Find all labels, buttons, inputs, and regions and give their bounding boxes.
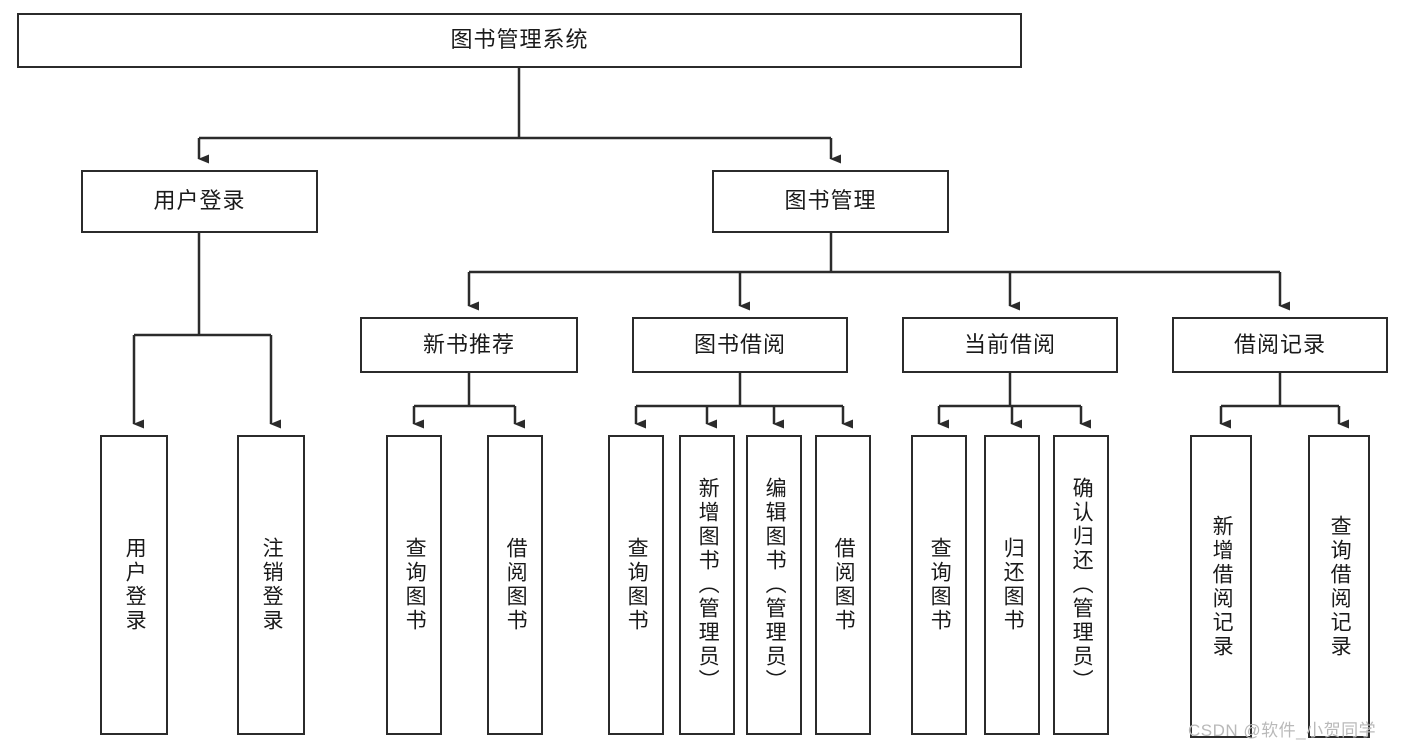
leaf-user-login-label: 用户登录 (123, 537, 147, 633)
leaf-query-book-borrow-label: 查询图书 (625, 537, 649, 633)
leaf-borrow-book-label: 借阅图书 (832, 537, 856, 633)
node-borrow-record[interactable]: 借阅记录 (1172, 317, 1388, 373)
node-book-management[interactable]: 图书管理 (712, 170, 949, 233)
node-new-book-recommend[interactable]: 新书推荐 (360, 317, 578, 373)
leaf-user-login[interactable]: 用户登录 (100, 435, 168, 735)
leaf-query-book-borrow[interactable]: 查询图书 (608, 435, 664, 735)
leaf-query-book-recommend[interactable]: 查询图书 (386, 435, 442, 735)
leaf-user-logout[interactable]: 注销登录 (237, 435, 305, 735)
leaf-borrow-book[interactable]: 借阅图书 (815, 435, 871, 735)
node-book-borrow[interactable]: 图书借阅 (632, 317, 848, 373)
leaf-query-borrow-record[interactable]: 查询借阅记录 (1308, 435, 1370, 738)
node-user-login[interactable]: 用户登录 (81, 170, 318, 233)
leaf-query-book-recommend-label: 查询图书 (403, 537, 427, 633)
leaf-return-book[interactable]: 归还图书 (984, 435, 1040, 735)
node-current-borrow[interactable]: 当前借阅 (902, 317, 1118, 373)
leaf-query-book-current[interactable]: 查询图书 (911, 435, 967, 735)
leaf-borrow-book-recommend[interactable]: 借阅图书 (487, 435, 543, 735)
leaf-edit-book-admin[interactable]: 编辑图书（管理员） (746, 435, 802, 735)
leaf-return-book-label: 归还图书 (1001, 537, 1025, 633)
node-borrow-record-label: 借阅记录 (1233, 331, 1326, 357)
leaf-add-book-admin-label: 新增图书（管理员） (696, 477, 720, 693)
leaf-query-borrow-record-label: 查询借阅记录 (1328, 514, 1352, 659)
leaf-edit-book-admin-label: 编辑图书（管理员） (763, 477, 787, 693)
node-user-login-label: 用户登录 (153, 188, 246, 214)
csdn-watermark: CSDN @软件_小贺同学 (1188, 721, 1377, 740)
leaf-query-book-current-label: 查询图书 (928, 537, 952, 633)
node-root[interactable]: 图书管理系统 (17, 13, 1022, 68)
node-book-borrow-label: 图书借阅 (693, 331, 786, 357)
leaf-add-borrow-record[interactable]: 新增借阅记录 (1190, 435, 1252, 738)
leaf-add-borrow-record-label: 新增借阅记录 (1210, 514, 1234, 659)
leaf-user-logout-label: 注销登录 (260, 537, 284, 633)
leaf-confirm-return-admin-label: 确认归还（管理员） (1070, 477, 1094, 693)
leaf-borrow-book-recommend-label: 借阅图书 (504, 537, 528, 633)
leaf-confirm-return-admin[interactable]: 确认归还（管理员） (1053, 435, 1109, 735)
node-new-book-recommend-label: 新书推荐 (422, 331, 515, 357)
leaf-add-book-admin[interactable]: 新增图书（管理员） (679, 435, 735, 735)
node-book-management-label: 图书管理 (784, 188, 877, 214)
node-root-label: 图书管理系统 (450, 27, 589, 53)
node-current-borrow-label: 当前借阅 (963, 331, 1056, 357)
